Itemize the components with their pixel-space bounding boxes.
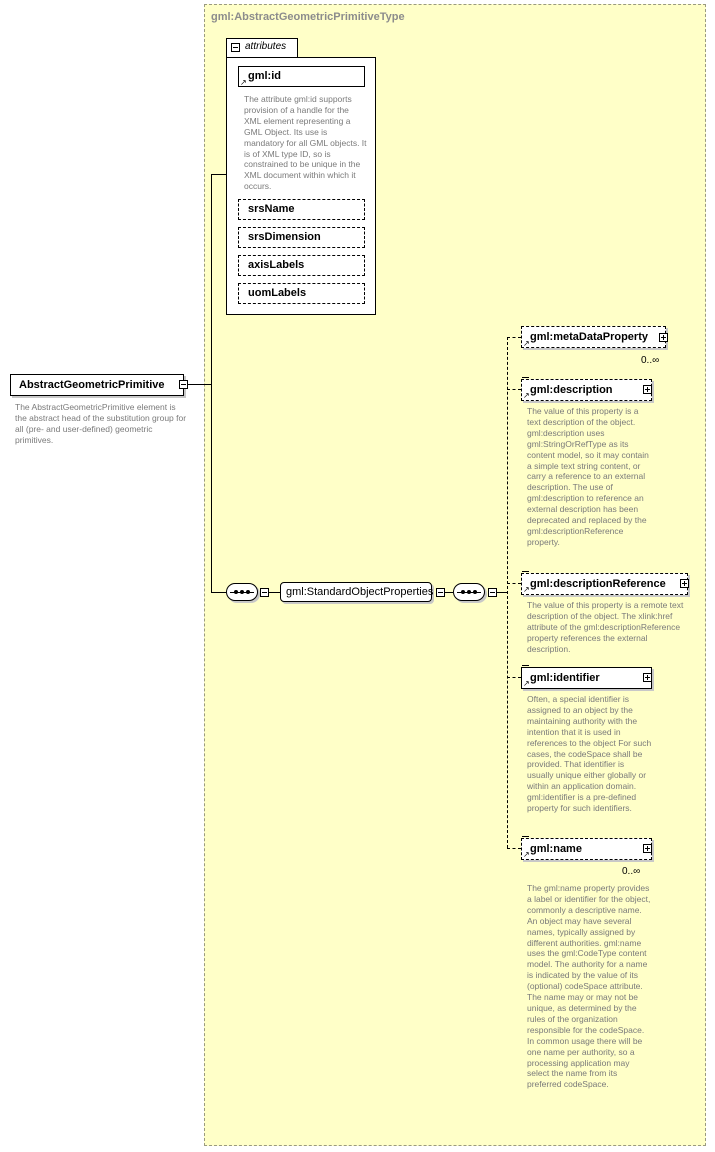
root-collapse-icon[interactable] — [179, 380, 188, 389]
child-link-description — [507, 389, 521, 390]
element-description[interactable]: gml:description — [521, 379, 652, 401]
ref-arrow-icon: ↗ — [523, 850, 530, 859]
element-name-multiplicity: 0..∞ — [622, 866, 641, 877]
inner-sequence-collapse-icon[interactable] — [488, 588, 497, 597]
attr-uomlabels[interactable]: uomLabels — [238, 283, 365, 304]
sequence-compositor — [226, 583, 258, 601]
element-descriptionreference[interactable]: gml:descriptionReference — [521, 573, 688, 595]
element-identifier-text: Often, a special identifier is assigned … — [527, 694, 652, 814]
attrs-connector — [211, 174, 226, 175]
root-element-label: AbstractGeometricPrimitive — [19, 379, 165, 391]
element-name-expand-icon[interactable] — [643, 844, 652, 853]
element-identifier[interactable]: gml:identifier — [521, 667, 652, 689]
element-name-text: The gml:name property provides a label o… — [527, 883, 651, 1090]
element-metadataproperty-expand-icon[interactable] — [659, 333, 668, 342]
attr-axislabels[interactable]: axisLabels — [238, 255, 365, 276]
root-element[interactable]: AbstractGeometricPrimitive — [10, 374, 184, 396]
trunk-line — [211, 174, 212, 593]
inner-sequence-compositor — [453, 583, 485, 601]
sequence-collapse-icon[interactable] — [260, 588, 269, 597]
attr-srsname-label: srsName — [248, 203, 295, 215]
ref-arrow-icon: ↗ — [523, 585, 530, 594]
attr-axislabels-label: axisLabels — [248, 259, 305, 271]
attr-srsdimension-label: srsDimension — [248, 231, 321, 243]
children-trunk — [507, 337, 508, 848]
type-title: gml:AbstractGeometricPrimitiveType — [211, 11, 405, 23]
children-connector — [497, 592, 507, 593]
ref-arrow-icon: ↗ — [240, 78, 247, 87]
element-metadataproperty[interactable]: gml:metaDataProperty — [521, 326, 666, 348]
element-descriptionreference-expand-icon[interactable] — [680, 579, 689, 588]
element-descriptionreference-label: gml:descriptionReference — [530, 578, 666, 590]
element-metadataproperty-label: gml:metaDataProperty — [530, 331, 648, 343]
attr-srsdimension[interactable]: srsDimension — [238, 227, 365, 248]
attr-uomlabels-label: uomLabels — [248, 287, 307, 299]
attr-srsname[interactable]: srsName — [238, 199, 365, 220]
element-description-text: The value of this property is a text des… — [527, 406, 649, 547]
attributes-label: attributes — [245, 41, 287, 52]
attr-gml-id-label: gml:id — [248, 70, 281, 82]
group-standard-object-properties[interactable]: gml:StandardObjectProperties — [280, 582, 434, 602]
ref-arrow-icon: ↗ — [523, 391, 530, 400]
seq-connector — [211, 592, 226, 593]
element-name[interactable]: gml:name — [521, 838, 652, 860]
element-description-expand-icon[interactable] — [643, 385, 652, 394]
element-name-label: gml:name — [530, 843, 582, 855]
child-link-descriptionreference — [507, 583, 521, 584]
root-description: The AbstractGeometricPrimitive element i… — [15, 402, 187, 445]
attr-gml-id-description: The attribute gml:id supports provision … — [244, 94, 367, 192]
group-collapse-icon[interactable] — [436, 588, 445, 597]
element-identifier-label: gml:identifier — [530, 672, 600, 684]
element-description-label: gml:description — [530, 384, 613, 396]
attributes-collapse-icon[interactable] — [231, 43, 240, 52]
group-to-seq-line — [445, 592, 453, 593]
attributes-tab — [226, 38, 298, 58]
root-connector — [188, 384, 211, 385]
seq-to-group-line — [269, 592, 280, 593]
element-identifier-expand-icon[interactable] — [643, 673, 652, 682]
element-descriptionreference-text: The value of this property is a remote t… — [527, 600, 684, 654]
attr-gml-id[interactable]: gml:id — [238, 66, 365, 87]
group-label: gml:StandardObjectProperties — [286, 586, 434, 598]
element-metadataproperty-multiplicity: 0..∞ — [641, 355, 660, 366]
child-link-name — [507, 848, 521, 849]
child-link-identifier — [507, 677, 521, 678]
child-link-metadata — [507, 337, 521, 338]
ref-arrow-icon: ↗ — [523, 679, 530, 688]
ref-arrow-icon: ↗ — [523, 339, 530, 348]
